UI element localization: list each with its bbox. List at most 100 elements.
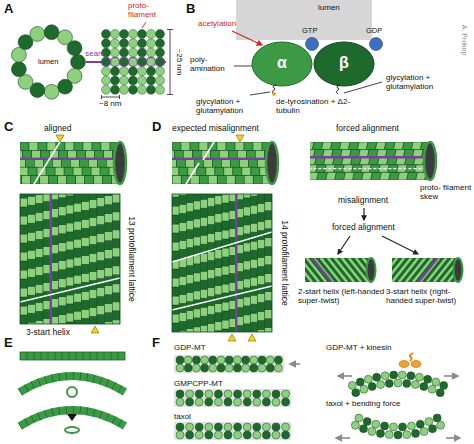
tubulin-subunit xyxy=(381,372,389,380)
tubulin-cell xyxy=(95,150,104,158)
curved-microtubule xyxy=(20,376,125,392)
arrow-line xyxy=(290,363,300,365)
tubulin-cell xyxy=(231,159,240,167)
tubulin-cell xyxy=(258,203,265,212)
tubulin-cell xyxy=(240,159,249,167)
tubulin-subunit xyxy=(176,364,184,372)
tubulin-cell xyxy=(74,142,83,150)
tubulin-cell xyxy=(193,228,200,237)
yellow-marker xyxy=(236,135,244,142)
tubulin-subunit xyxy=(415,373,423,381)
tubulin-subunit xyxy=(424,375,432,383)
strip-ground xyxy=(174,422,292,440)
tubulin-cell xyxy=(253,176,262,184)
tubulin-subunit xyxy=(205,423,213,431)
tubulin-cell xyxy=(83,142,92,150)
tubulin-cell xyxy=(112,257,120,266)
tubulin-cell xyxy=(243,261,250,270)
tubulin-cell xyxy=(201,235,208,244)
state-label: taxol + bending force xyxy=(326,400,401,409)
tubulin-cell xyxy=(172,314,179,323)
tubulin-cell xyxy=(58,198,66,207)
tubulin-subunit xyxy=(224,431,232,439)
arrow-line xyxy=(446,437,460,439)
tubulin-cell xyxy=(258,248,265,257)
tubulin-subunit xyxy=(129,76,138,85)
tubulin-cell xyxy=(226,176,235,184)
curved-lattice-strip xyxy=(348,371,447,397)
helix-line xyxy=(186,163,199,184)
tubulin-subunit xyxy=(262,390,270,398)
panel-c xyxy=(0,131,184,360)
tubulin-subunit xyxy=(186,423,194,431)
tubulin-cell xyxy=(112,302,120,311)
tubulin-cell xyxy=(251,214,258,223)
tubulin-cell xyxy=(65,142,74,150)
tubulin-cell xyxy=(265,274,272,283)
tubulin-cell xyxy=(186,239,193,248)
tubulin-subunit xyxy=(436,389,444,397)
tubulin-cell xyxy=(179,285,186,294)
tubulin-subunit xyxy=(214,390,222,398)
tubulin-subunit xyxy=(420,383,428,391)
helix-line xyxy=(34,142,60,184)
tubulin-cell xyxy=(179,231,186,240)
tubulin-subunit xyxy=(147,67,156,76)
tubulin-cell xyxy=(179,167,188,175)
yellow-marker xyxy=(56,135,64,142)
tubulin-cell xyxy=(82,309,90,318)
tubulin-cell xyxy=(97,306,105,315)
tubulin-cell xyxy=(89,298,97,307)
tubulin-cell xyxy=(222,311,229,320)
helix-stripe xyxy=(448,258,458,282)
tubulin-cell xyxy=(201,194,208,199)
tubulin-subunit xyxy=(359,425,367,433)
tubulin-cell xyxy=(193,194,200,201)
cylinder-body xyxy=(172,142,272,184)
tubulin-cell xyxy=(97,243,105,252)
tubulin-subunit xyxy=(381,422,389,430)
tubulin-cell xyxy=(97,207,105,216)
tubulin-subunit xyxy=(224,398,232,406)
tubulin-cell xyxy=(74,194,82,203)
tubulin-cell xyxy=(215,196,222,205)
tubulin-cell xyxy=(85,176,94,184)
state-label: expected misalignment xyxy=(172,124,259,133)
tubulin-subunit xyxy=(433,414,441,422)
tubulin-cell xyxy=(89,262,97,271)
tubulin-cell xyxy=(82,219,90,228)
tubulin-cell xyxy=(46,167,55,175)
cylinder-end xyxy=(424,142,436,180)
tubulin-cell xyxy=(233,167,242,175)
tubulin-subunit xyxy=(147,30,156,39)
tubulin-cell xyxy=(265,202,272,211)
tubulin-cell xyxy=(74,230,82,239)
tubulin-subunit xyxy=(385,379,393,387)
tubulin-cell xyxy=(222,194,229,203)
tubulin-subunit xyxy=(266,364,274,372)
tubulin-cell xyxy=(82,264,90,273)
tubulin-subunit xyxy=(377,381,385,389)
tubulin-cell xyxy=(208,197,215,206)
tubulin-subunit xyxy=(258,364,266,372)
helix-line xyxy=(172,286,272,310)
tubulin-subunit xyxy=(102,57,111,66)
tubulin-cell xyxy=(66,223,74,232)
tubulin-subunit xyxy=(120,57,129,66)
arrow-line xyxy=(336,437,350,439)
tubulin-cell xyxy=(179,213,186,222)
tubulin-subunit xyxy=(390,371,398,379)
tubulin-cell xyxy=(28,268,36,277)
tubulin-cell xyxy=(222,329,229,332)
tubulin-cell xyxy=(35,266,43,275)
tubulin-cell xyxy=(179,312,186,321)
tubulin-cell xyxy=(35,239,43,248)
tubulin-subunit xyxy=(201,364,209,372)
gtp-dot xyxy=(306,38,319,51)
tubulin-subunit xyxy=(67,41,82,56)
tubulin-cell xyxy=(38,142,47,150)
tubulin-cell xyxy=(204,159,213,167)
tubulin-subunit xyxy=(156,67,165,76)
tubulin-cell xyxy=(222,203,229,212)
tubulin-cell xyxy=(186,284,193,293)
